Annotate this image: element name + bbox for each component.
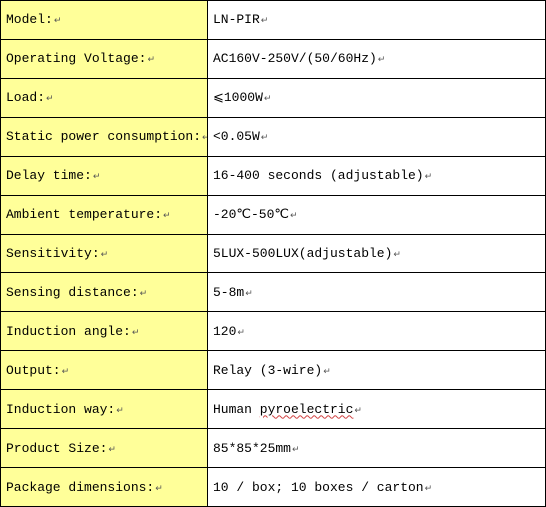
row-label: Ambient temperature: [6,207,163,223]
label-cell: Load:↵ [0,77,208,118]
spellcheck-word: pyroelectric [259,401,354,417]
value-cell: 85*85*25mm↵ [206,428,546,469]
paragraph-mark-icon: ↵ [100,249,109,260]
value-cell: Relay (3-wire)↵ [206,350,546,391]
table-row: Output:↵ Relay (3-wire)↵ [0,350,546,391]
value-cell: <0.05W↵ [206,116,546,157]
table-row: Delay time:↵ 16-400 seconds (adjustable)… [0,155,546,196]
table-row: Load:↵ ⩽1000W↵ [0,77,546,118]
paragraph-mark-icon: ↵ [260,133,269,144]
paragraph-mark-icon: ↵ [139,288,148,299]
paragraph-mark-icon: ↵ [263,94,272,105]
table-row: Induction way:↵ Human pyroelectric↵ [0,389,546,430]
label-cell: Sensing distance:↵ [0,272,208,313]
row-value: 5LUX-500LUX(adjustable) [212,245,393,261]
paragraph-mark-icon: ↵ [354,405,362,416]
label-cell: Delay time:↵ [0,155,208,196]
paragraph-mark-icon: ↵ [424,483,433,494]
paragraph-mark-icon: ↵ [245,288,253,299]
value-cell: LN-PIR↵ [206,0,546,40]
value-cell: AC160V-250V/(50/60Hz)↵ [206,38,546,79]
table-row: Induction angle:↵ 120↵ [0,311,546,352]
paragraph-mark-icon: ↵ [92,172,101,183]
value-cell: Human pyroelectric↵ [206,389,546,430]
row-label: Induction angle: [6,323,131,339]
label-cell: Model:↵ [0,0,208,40]
paragraph-mark-icon: ↵ [108,444,116,455]
row-value: 85*85*25mm [212,440,291,456]
value-cell: ⩽1000W↵ [206,77,546,118]
row-label: Model: [6,12,53,28]
paragraph-mark-icon: ↵ [147,55,155,66]
value-cell: -20℃-50℃↵ [206,194,546,235]
paragraph-mark-icon: ↵ [61,366,70,377]
table-row: Sensitivity:↵ 5LUX-500LUX(adjustable)↵ [0,233,546,274]
row-value: -20℃-50℃ [212,207,289,223]
row-label: Sensing distance: [6,284,139,300]
paragraph-mark-icon: ↵ [131,327,140,338]
label-cell: Operating Voltage:↵ [0,38,208,79]
paragraph-mark-icon: ↵ [237,327,245,338]
label-cell: Product Size:↵ [0,428,208,469]
value-cell: 120↵ [206,311,546,352]
table-row: Product Size:↵ 85*85*25mm↵ [0,428,546,469]
label-cell: Induction way:↵ [0,389,208,430]
label-cell: Package dimensions:↵ [0,467,208,507]
row-label: Static power consumption: [6,129,202,145]
paragraph-mark-icon: ↵ [291,444,300,455]
paragraph-mark-icon: ↵ [260,16,269,27]
row-value: 120 [212,323,237,339]
row-label: Output: [6,362,61,378]
row-label: Delay time: [6,168,92,184]
row-value: 5-8m [212,284,245,300]
row-value: Relay (3-wire) [212,362,323,378]
paragraph-mark-icon: ↵ [163,211,171,222]
paragraph-mark-icon: ↵ [289,211,298,222]
row-label: Product Size: [6,440,108,456]
value-cell: 16-400 seconds (adjustable)↵ [206,155,546,196]
row-value: ⩽1000W [212,90,263,106]
label-cell: Output:↵ [0,350,208,391]
row-label: Sensitivity: [6,245,100,261]
paragraph-mark-icon: ↵ [393,249,401,260]
row-value: LN-PIR [212,12,260,28]
paragraph-mark-icon: ↵ [46,94,54,105]
label-cell: Sensitivity:↵ [0,233,208,274]
row-value: <0.05W [212,129,260,145]
paragraph-mark-icon: ↵ [424,172,433,183]
value-cell: 10 / box; 10 boxes / carton↵ [206,467,546,507]
row-value: 10 / box; 10 boxes / carton [212,479,424,495]
table-row: Model:↵ LN-PIR↵ [0,0,546,40]
row-label: Load: [6,90,46,106]
row-value: AC160V-250V/(50/60Hz) [212,51,377,67]
row-value: Human [212,401,260,417]
label-cell: Induction angle:↵ [0,311,208,352]
row-value: 16-400 seconds (adjustable) [212,168,424,184]
label-cell: Static power consumption:↵ [0,116,208,157]
value-cell: 5-8m↵ [206,272,546,313]
table-row: Static power consumption:↵ <0.05W↵ [0,116,546,157]
table-row: Sensing distance:↵ 5-8m↵ [0,272,546,313]
row-label: Induction way: [6,401,116,417]
paragraph-mark-icon: ↵ [202,133,206,143]
paragraph-mark-icon: ↵ [155,483,163,494]
value-cell: 5LUX-500LUX(adjustable)↵ [206,233,546,274]
table-row: Package dimensions:↵ 10 / box; 10 boxes … [0,467,546,507]
paragraph-mark-icon: ↵ [53,16,62,27]
table-row: Ambient temperature:↵ -20℃-50℃↵ [0,194,546,235]
row-label: Package dimensions: [6,479,155,495]
row-label: Operating Voltage: [6,51,147,67]
paragraph-mark-icon: ↵ [323,366,331,377]
paragraph-mark-icon: ↵ [116,405,124,416]
paragraph-mark-icon: ↵ [377,55,386,66]
table-row: Operating Voltage:↵ AC160V-250V/(50/60Hz… [0,38,546,79]
label-cell: Ambient temperature:↵ [0,194,208,235]
